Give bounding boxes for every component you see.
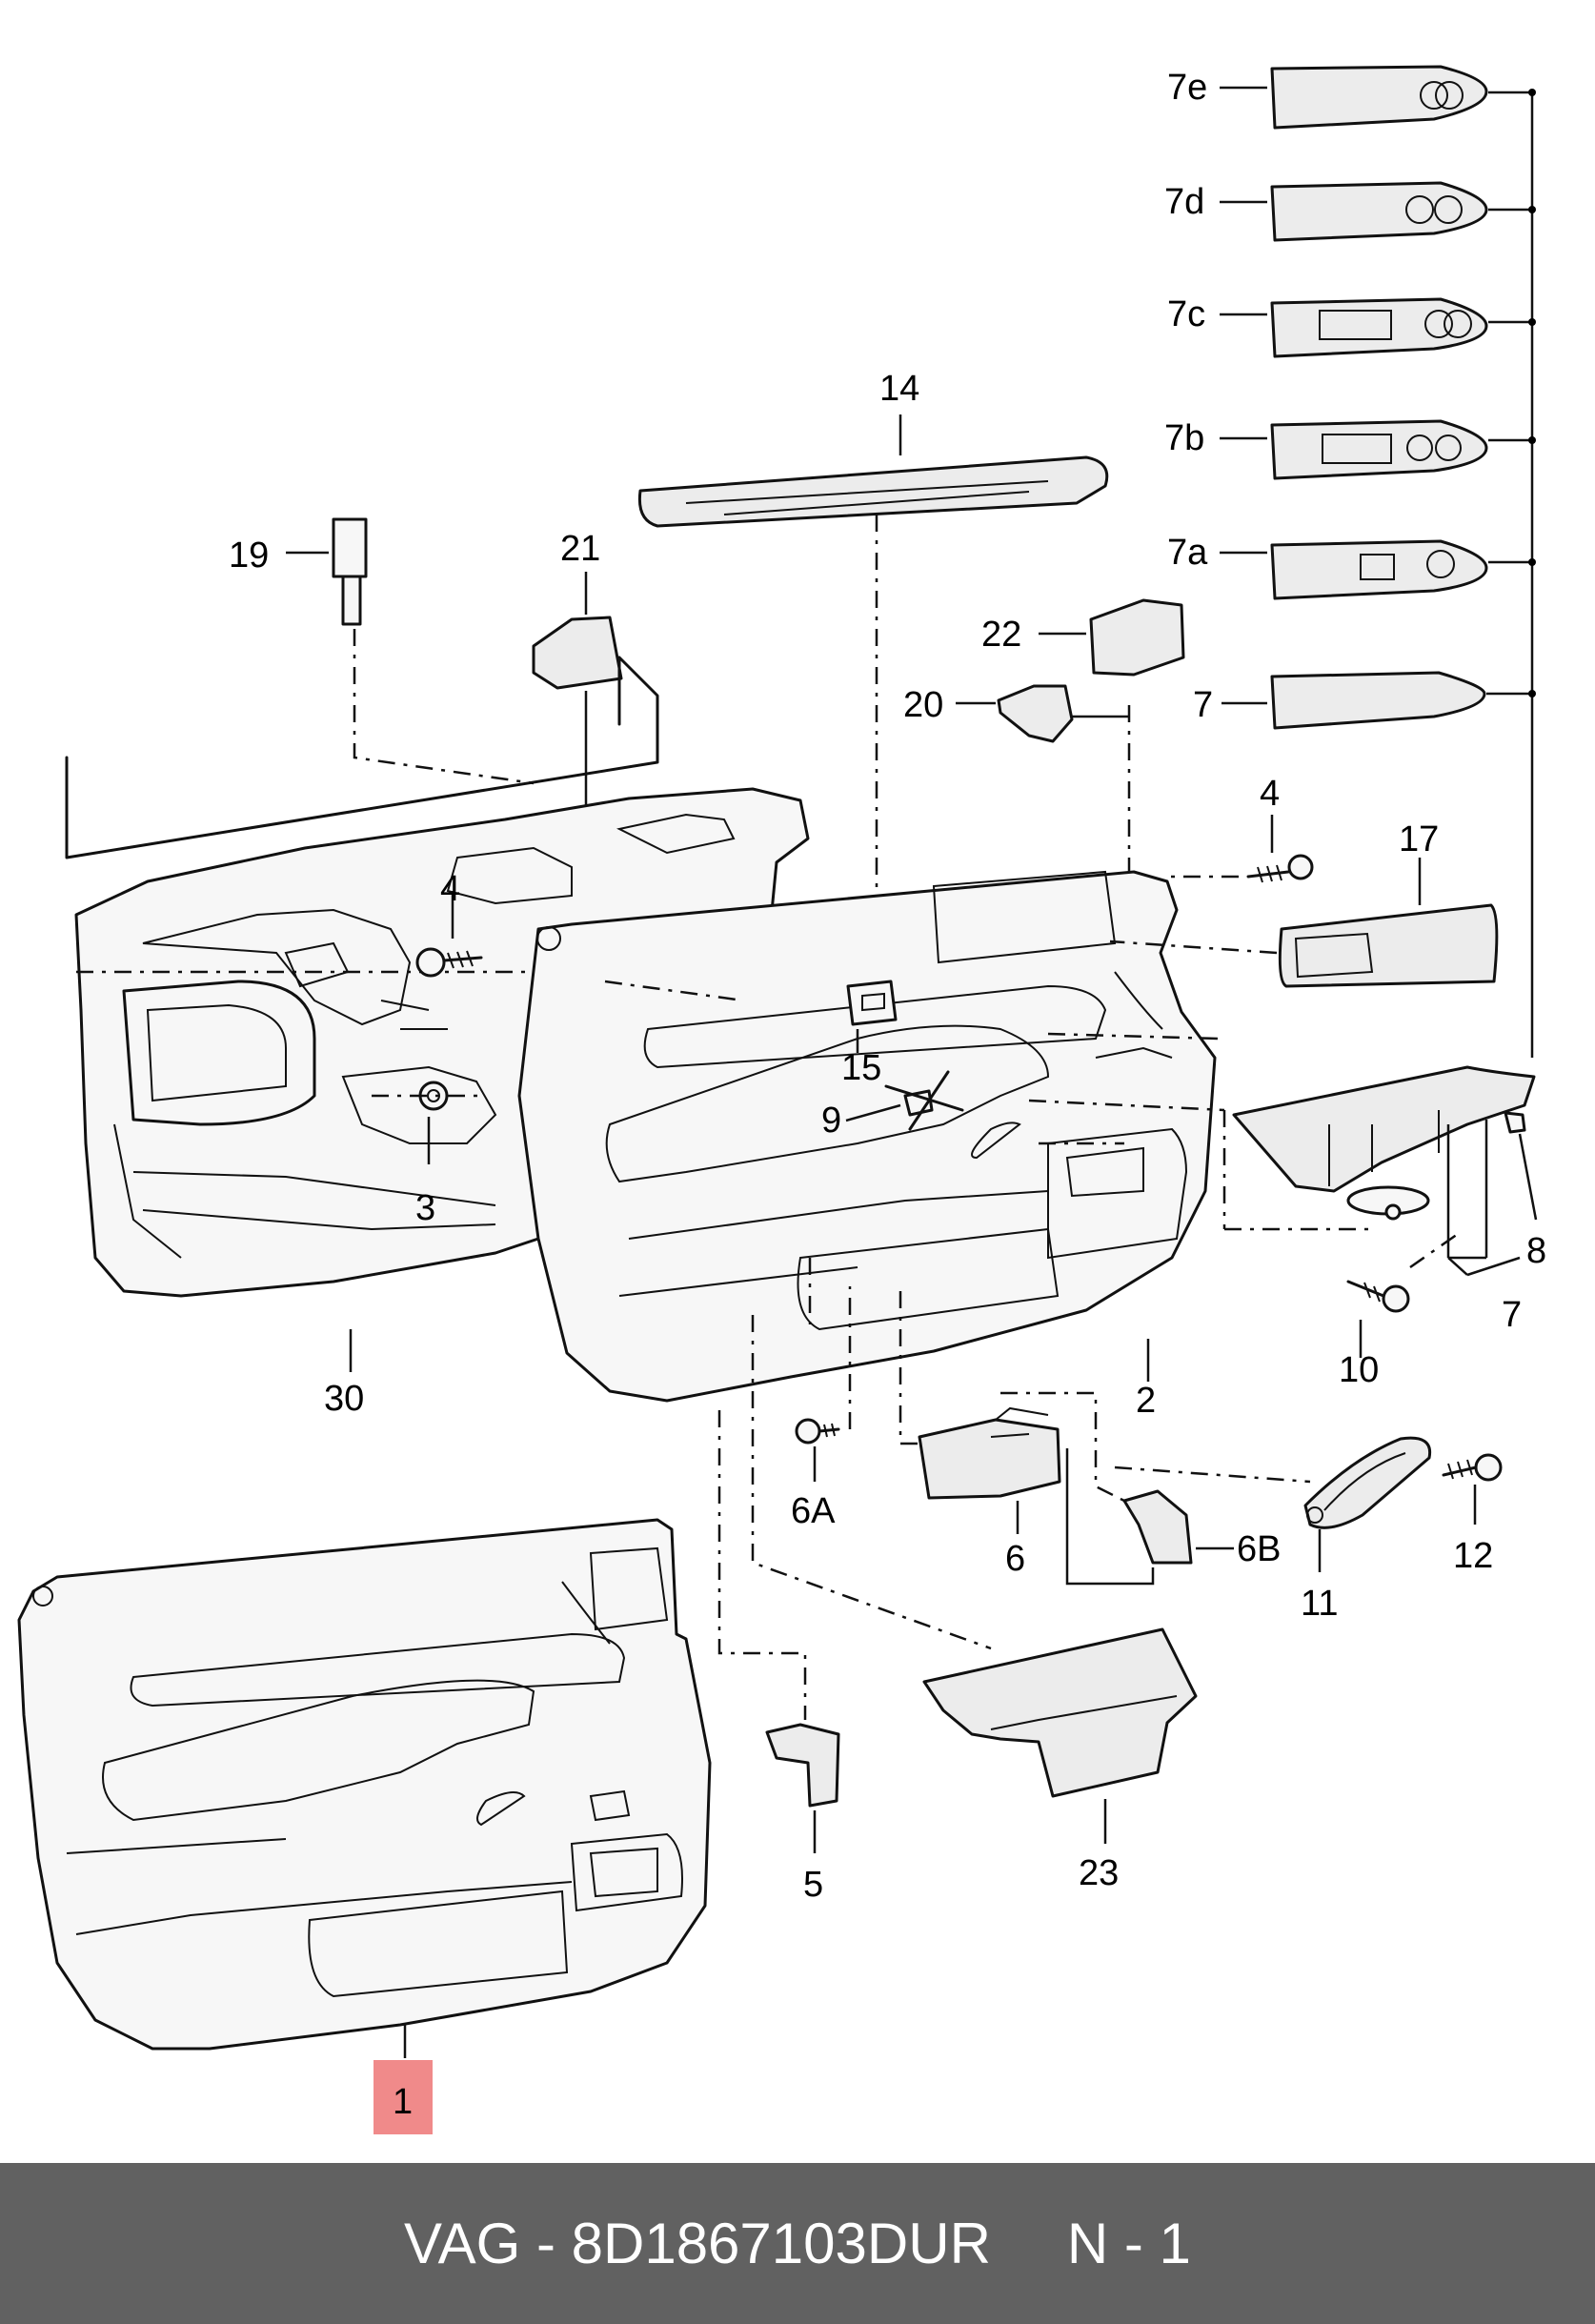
parts-diagram: 7e 7d 7c 7b 7a 7 14 19 21 22 20 4 4 17 1…	[17, 65, 1546, 2134]
label-4-right: 4	[1260, 774, 1280, 814]
label-14: 14	[879, 369, 919, 409]
label-20: 20	[903, 685, 943, 725]
connector-22	[1039, 598, 1185, 677]
label-7-bottom: 7	[1502, 1295, 1522, 1335]
label-7a: 7a	[1167, 533, 1208, 573]
switch-bezel-7e	[1270, 65, 1488, 130]
screw-12	[1442, 1453, 1503, 1525]
label-7c: 7c	[1167, 294, 1205, 334]
screw-6A	[795, 1286, 852, 1482]
switch-bezel-7c	[1270, 297, 1488, 358]
screw-4-right	[1167, 815, 1314, 883]
screw-10	[1346, 1232, 1459, 1358]
armrest-switch-panel	[1028, 1065, 1538, 1277]
label-7b: 7b	[1164, 418, 1204, 458]
clip-19	[286, 517, 535, 785]
bracket-9	[845, 1070, 964, 1131]
footer-bar: VAG - 8D1867103DUR N - 1	[0, 2163, 1595, 2324]
part-number-text: VAG - 8D1867103DUR	[404, 2212, 991, 2275]
label-23: 23	[1079, 1853, 1119, 1893]
screw-4-left	[415, 891, 483, 978]
clip-5	[717, 1410, 840, 1853]
label-6: 6	[1005, 1539, 1025, 1579]
label-6B: 6B	[1237, 1529, 1281, 1569]
storage-6	[898, 1291, 1061, 1534]
label-3: 3	[415, 1188, 435, 1228]
switch-bezel-7d	[1270, 181, 1488, 242]
label-6A: 6A	[791, 1491, 836, 1531]
label-11: 11	[1301, 1584, 1338, 1624]
label-8: 8	[1526, 1231, 1546, 1271]
part-1-highlight	[374, 2060, 433, 2134]
door-panel-1	[17, 1518, 712, 2058]
switch-bezel-7a	[1270, 539, 1488, 600]
label-1: 1	[393, 2082, 413, 2122]
label-10: 10	[1339, 1350, 1379, 1390]
clip-6B	[1000, 1391, 1234, 1586]
housing-20	[956, 684, 1131, 872]
label-7e: 7e	[1167, 68, 1207, 108]
label-2: 2	[1136, 1381, 1156, 1421]
switch-bezel-7	[1270, 671, 1486, 730]
pull-handle-17	[1109, 858, 1499, 988]
label-17: 17	[1399, 819, 1439, 859]
label-12: 12	[1453, 1536, 1493, 1576]
switch-bezel-7b	[1270, 419, 1488, 480]
callout-labels: 7e 7d 7c 7b 7a 7 14 19 21 22 20 4 4 17 1…	[229, 68, 1546, 2122]
label-15: 15	[841, 1048, 881, 1088]
clip-3	[372, 1081, 486, 1164]
label-30: 30	[324, 1379, 364, 1419]
label-9: 9	[821, 1101, 841, 1141]
assembly-dashes	[604, 980, 1221, 1324]
label-7d: 7d	[1164, 182, 1204, 222]
label-19: 19	[229, 536, 269, 576]
retainer-15	[846, 980, 898, 1053]
label-5: 5	[803, 1865, 823, 1905]
label-4-left: 4	[440, 869, 460, 909]
door-panel-2	[517, 870, 1217, 1403]
label-7: 7	[1193, 685, 1213, 725]
label-21: 21	[560, 529, 600, 569]
handle-recess-11	[1114, 1436, 1432, 1572]
trim-strip-14	[637, 414, 1109, 962]
quantity-text: N - 1	[1066, 2212, 1191, 2275]
cover-23	[751, 1315, 1198, 1844]
bezel-leaders	[1220, 86, 1536, 1058]
label-22: 22	[981, 615, 1021, 655]
